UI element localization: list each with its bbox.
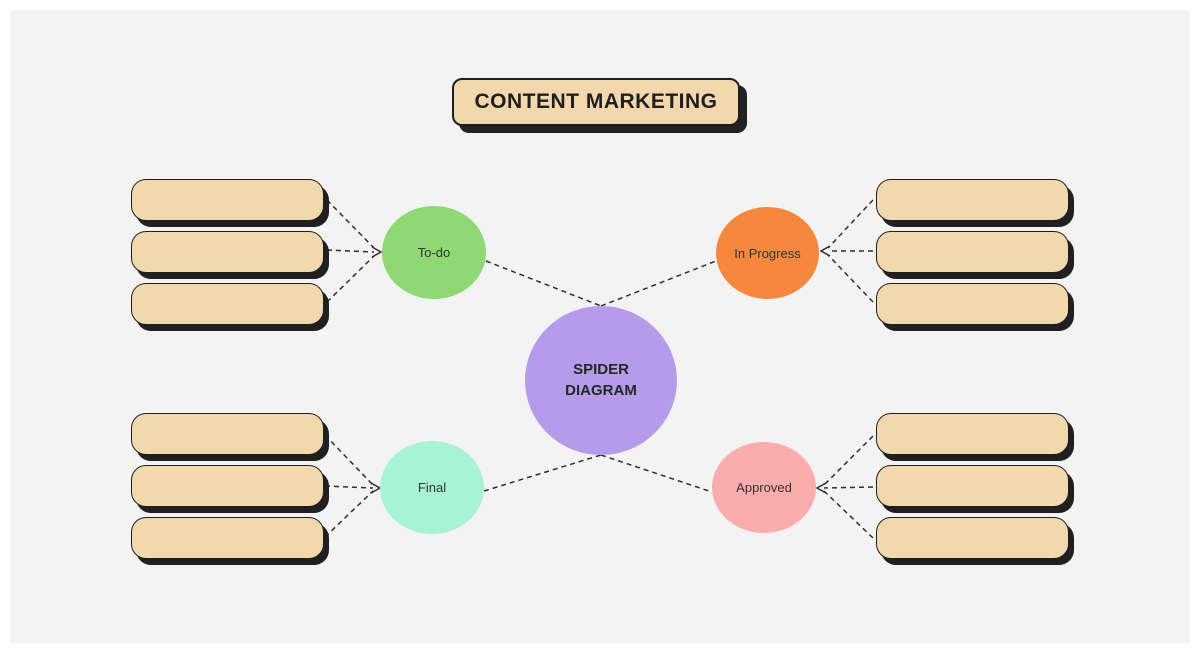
- node-approved[interactable]: Approved: [712, 442, 816, 533]
- item-box-approved-3[interactable]: [876, 517, 1069, 559]
- node-in-progress[interactable]: In Progress: [716, 207, 819, 299]
- item-box-inprogress-2[interactable]: [876, 231, 1069, 273]
- item-box-final-3[interactable]: [131, 517, 324, 559]
- node-final-label: Final: [417, 480, 447, 495]
- node-todo-label: To-do: [417, 245, 451, 260]
- node-todo[interactable]: To-do: [382, 206, 486, 299]
- item-box-final-1[interactable]: [131, 413, 324, 455]
- node-final[interactable]: Final: [380, 441, 484, 534]
- item-box-approved-2[interactable]: [876, 465, 1069, 507]
- item-box-approved-1[interactable]: [876, 413, 1069, 455]
- item-box-todo-1[interactable]: [131, 179, 324, 221]
- node-approved-label: Approved: [736, 480, 792, 495]
- item-box-todo-3[interactable]: [131, 283, 324, 325]
- title-box[interactable]: CONTENT MARKETING: [452, 78, 740, 126]
- item-box-inprogress-1[interactable]: [876, 179, 1069, 221]
- title-label: CONTENT MARKETING: [474, 90, 718, 113]
- item-box-todo-2[interactable]: [131, 231, 324, 273]
- item-box-final-2[interactable]: [131, 465, 324, 507]
- node-center-label: SPIDER DIAGRAM: [565, 361, 637, 399]
- node-center[interactable]: SPIDER DIAGRAM: [525, 306, 677, 455]
- item-box-inprogress-3[interactable]: [876, 283, 1069, 325]
- node-in-progress-label: In Progress: [734, 245, 801, 261]
